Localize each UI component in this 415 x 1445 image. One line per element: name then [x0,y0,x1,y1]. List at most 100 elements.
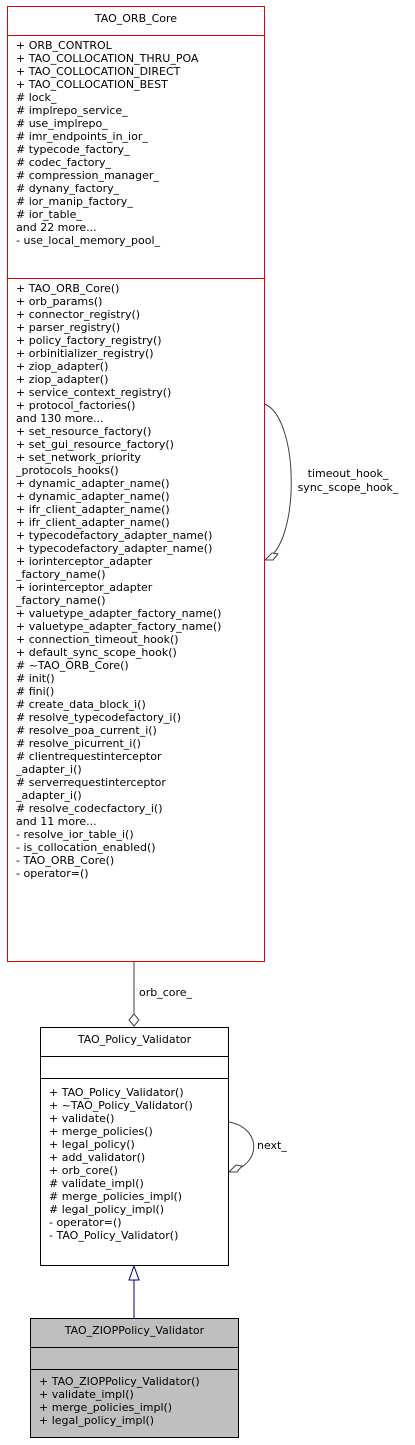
orb-core-self-loop [264,403,292,561]
member-item[interactable]: + validate() [49,1112,115,1125]
member-item[interactable]: + iorinterceptor_adapter [16,555,153,568]
methods-section: + TAO_ZIOPPolicy_Validator()+ validate_i… [31,1369,238,1427]
attributes-section [31,1347,238,1369]
member-item[interactable]: + policy_factory_registry() [16,334,162,347]
member-item[interactable]: + TAO_COLLOCATION_BEST [16,78,168,91]
self-loop-label-line2: sync_scope_hook_ [297,481,399,494]
member-item[interactable]: + ziop_adapter() [16,360,109,373]
orb-core-association-label: orb_core_ [139,986,193,999]
member-item[interactable]: + TAO_COLLOCATION_DIRECT [16,65,181,78]
self-loop-label-line1: timeout_hook_ [307,467,389,480]
attributes-section [41,1056,228,1078]
member-item[interactable]: + legal_policy() [49,1138,135,1151]
member-item[interactable]: + protocol_factories() [16,399,136,412]
member-item[interactable]: # lock_ [16,91,57,104]
member-item[interactable]: + merge_policies() [49,1125,153,1138]
member-item[interactable]: + ~TAO_Policy_Validator() [49,1099,193,1112]
class-tao-ziop-policy-validator[interactable]: TAO_ZIOPPolicy_Validator + TAO_ZIOPPolic… [30,1318,239,1438]
class-tao-policy-validator[interactable]: TAO_Policy_Validator + TAO_Policy_Valida… [40,1027,229,1266]
member-item[interactable]: + valuetype_adapter_factory_name() [16,607,222,620]
member-item[interactable]: # ior_manip_factory_ [16,195,133,208]
member-item[interactable]: + ziop_adapter() [16,373,109,386]
member-item[interactable]: - operator=() [16,867,89,880]
member-item[interactable]: + set_gui_resource_factory() [16,438,174,451]
member-item[interactable]: + default_sync_scope_hook() [16,646,177,659]
member-item[interactable]: + orbinitializer_registry() [16,347,154,360]
member-item[interactable]: # imr_endpoints_in_ior_ [16,130,148,143]
member-item[interactable]: + legal_policy_impl() [39,1414,155,1427]
member-item[interactable]: + valuetype_adapter_factory_name() [16,620,222,633]
class-title: TAO_ZIOPPolicy_Validator [64,1324,205,1337]
member-item[interactable]: + ifr_client_adapter_name() [16,503,170,516]
member-item[interactable]: and 11 more... [16,815,97,828]
member-item[interactable]: # validate_impl() [49,1177,144,1190]
inheritance-arrowhead [128,1264,140,1281]
member-item[interactable]: + connector_registry() [16,308,141,321]
member-item[interactable]: + ifr_client_adapter_name() [16,516,170,529]
attributes-section: + ORB_CONTROL+ TAO_COLLOCATION_THRU_POA+… [8,35,264,278]
member-item[interactable]: # resolve_typecodefactory_i() [16,711,182,724]
member-item[interactable]: # fini() [16,685,55,698]
member-item[interactable]: + orb_core() [49,1164,118,1177]
member-item[interactable]: + merge_policies_impl() [39,1401,173,1414]
member-item[interactable]: + parser_registry() [16,321,121,334]
member-item[interactable]: + set_network_priority [16,451,141,464]
member-item[interactable]: - TAO_Policy_Validator() [49,1229,179,1242]
methods-section: + TAO_ORB_Core()+ orb_params()+ connecto… [8,278,264,880]
orb-core-self-loop-label: timeout_hook_ sync_scope_hook_ [287,467,409,495]
member-item[interactable]: + typecodefactory_adapter_name() [16,542,213,555]
member-item[interactable]: # ~TAO_ORB_Core() [16,659,129,672]
member-item[interactable]: + connection_timeout_hook() [16,633,179,646]
member-item[interactable]: and 130 more... [16,412,104,425]
member-item[interactable]: + TAO_COLLOCATION_THRU_POA [16,52,199,65]
member-item[interactable]: # resolve_codecfactory_i() [16,802,163,815]
class-title: TAO_ORB_Core [94,12,178,25]
class-tao-orb-core[interactable]: TAO_ORB_Core + ORB_CONTROL+ TAO_COLLOCAT… [7,6,265,962]
member-item[interactable]: - operator=() [49,1216,122,1229]
member-item[interactable]: + set_resource_factory() [16,425,152,438]
member-item[interactable]: # resolve_picurrent_i() [16,737,141,750]
member-item[interactable]: - resolve_ior_table_i() [16,828,134,841]
member-item[interactable]: # dynany_factory_ [16,182,120,195]
member-item[interactable]: + TAO_ORB_Core() [16,282,120,295]
member-item[interactable]: - is_collocation_enabled() [16,841,156,854]
member-item[interactable]: # clientrequestinterceptor [16,750,162,763]
member-item[interactable]: # create_data_block_i() [16,698,146,711]
member-item[interactable]: _adapter_i() [16,789,82,802]
member-item[interactable]: # legal_policy_impl() [49,1203,165,1216]
member-item[interactable]: # serverrequestinterceptor [16,776,166,789]
member-item[interactable]: + ORB_CONTROL [16,39,112,52]
member-item[interactable]: + iorinterceptor_adapter [16,581,153,594]
validator-self-loop [228,1121,255,1173]
orb-core-self-loop-diamond [263,552,279,561]
member-item[interactable]: + add_validator() [49,1151,146,1164]
member-item[interactable]: + TAO_ZIOPPolicy_Validator() [39,1375,200,1388]
member-item[interactable]: _adapter_i() [16,763,82,776]
member-item[interactable]: # typecode_factory_ [16,143,130,156]
member-item[interactable]: + dynamic_adapter_name() [16,490,170,503]
member-item[interactable]: # use_implrepo_ [16,117,108,130]
member-item[interactable]: # resolve_poa_current_i() [16,724,157,737]
member-item[interactable]: + service_context_registry() [16,386,172,399]
validator-self-loop-diamond [227,1164,243,1173]
member-item[interactable]: + dynamic_adapter_name() [16,477,170,490]
member-item[interactable]: _factory_name() [16,594,106,607]
orb-core-association-diamond [128,1013,140,1027]
member-item[interactable]: # implrepo_service_ [16,104,128,117]
member-item[interactable]: - TAO_ORB_Core() [16,854,115,867]
member-item[interactable]: + orb_params() [16,295,103,308]
member-item[interactable]: # ior_table_ [16,208,82,221]
member-item[interactable]: + validate_impl() [39,1388,134,1401]
member-item[interactable]: + TAO_Policy_Validator() [49,1086,184,1099]
member-item[interactable]: + typecodefactory_adapter_name() [16,529,213,542]
member-item[interactable]: - use_local_memory_pool_ [16,234,161,247]
member-item[interactable]: _protocols_hooks() [16,464,119,477]
validator-self-loop-label: next_ [257,1139,287,1152]
member-item[interactable]: and 22 more... [16,221,97,234]
member-item[interactable]: # compression_manager_ [16,169,159,182]
member-item[interactable]: # codec_factory_ [16,156,112,169]
member-item[interactable]: _factory_name() [16,568,106,581]
member-item[interactable]: # merge_policies_impl() [49,1190,183,1203]
member-item[interactable]: # init() [16,672,55,685]
